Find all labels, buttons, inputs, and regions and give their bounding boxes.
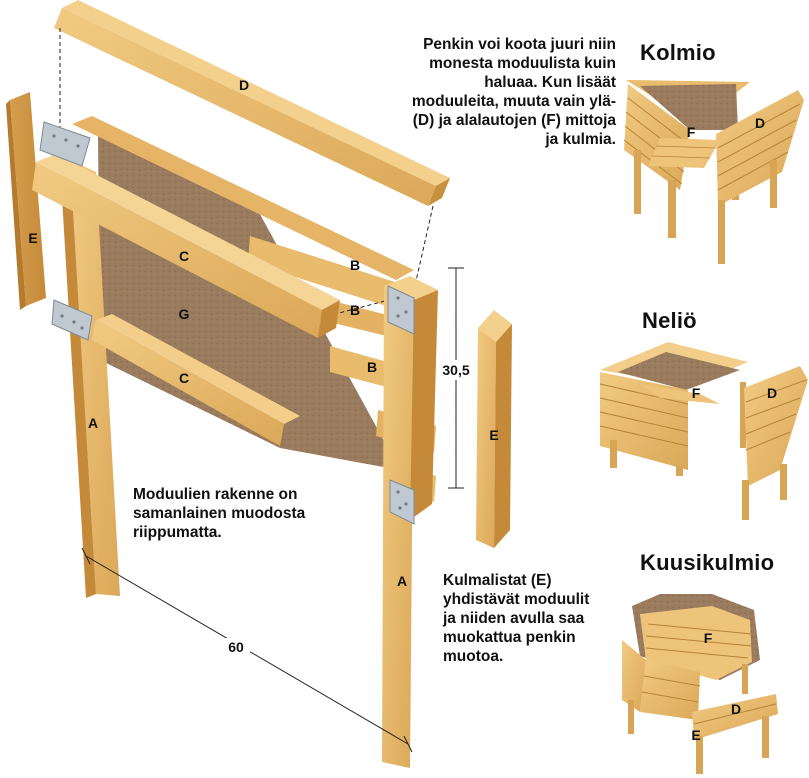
dashed-guide-d2 xyxy=(413,205,434,291)
hexagon-label-f: F xyxy=(704,630,713,646)
metal-brackets xyxy=(39,121,415,525)
module-note: Moduulien rakenne on samanlainen muodost… xyxy=(133,486,306,541)
triangle-label-d: D xyxy=(755,115,765,131)
width-value: 60 xyxy=(228,639,244,655)
triangle-label-f: F xyxy=(687,124,696,140)
label-e-left: E xyxy=(28,230,37,246)
label-g: G xyxy=(179,306,190,322)
label-e-right: E xyxy=(489,427,498,443)
corner-strip-e-right xyxy=(476,310,512,548)
triangle-bench: F D xyxy=(623,80,804,264)
square-heading: Neliö xyxy=(642,308,697,333)
hexagon-label-d: D xyxy=(731,701,741,717)
intro-text: Penkin voi koota juuri niin monesta modu… xyxy=(411,36,616,148)
rail-c-lower xyxy=(92,314,300,446)
triangle-heading: Kolmio xyxy=(640,40,716,65)
corner-note: Kulmalistat (E) yhdistävät moduulit ja n… xyxy=(443,572,590,665)
square-label-f: F xyxy=(692,385,701,401)
label-b-3: B xyxy=(367,359,377,375)
label-b-2: B xyxy=(350,302,360,318)
back-rail xyxy=(72,116,414,280)
label-d: D xyxy=(239,77,249,93)
corner-strip-e-left xyxy=(6,92,46,310)
hexagon-heading: Kuusikulmio xyxy=(640,550,775,575)
leg-a-right xyxy=(382,276,438,768)
label-a-left: A xyxy=(88,415,98,431)
square-label-d: D xyxy=(767,385,777,401)
height-value: 30,5 xyxy=(442,362,469,378)
label-a-right: A xyxy=(397,573,407,589)
hexagon-label-e: E xyxy=(691,727,700,743)
main-module: 30,5 60 D E C B G B B C A E A xyxy=(6,0,512,768)
rail-c-upper xyxy=(32,154,340,338)
label-c-upper: C xyxy=(179,248,189,264)
leg-a-left xyxy=(60,160,120,598)
square-bench: F D xyxy=(599,342,808,520)
label-c-lower: C xyxy=(179,370,189,386)
hexagon-bench: F D E xyxy=(622,594,778,774)
label-b-1: B xyxy=(350,257,360,273)
top-board-d xyxy=(54,0,450,206)
